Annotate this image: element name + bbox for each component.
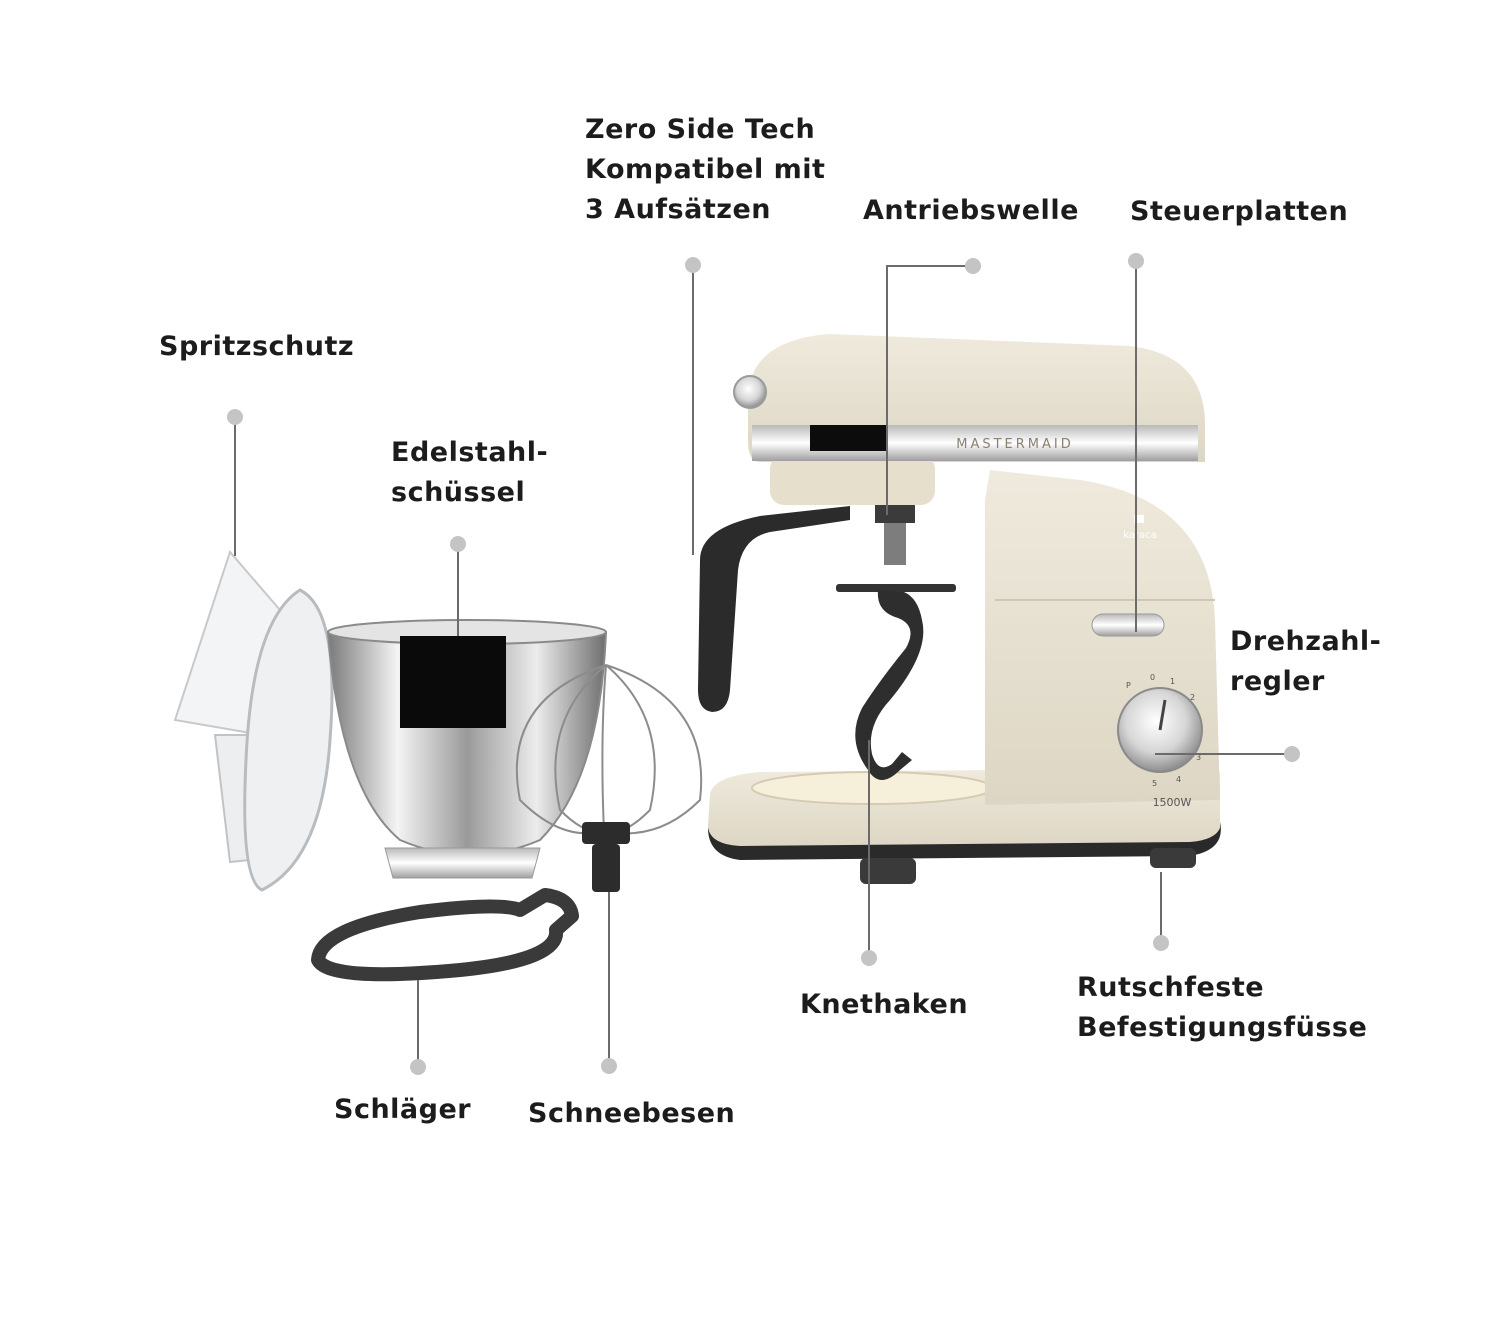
stainless-bowl (326, 619, 608, 879)
mixer-foot-left (860, 858, 916, 884)
brand-wordmark: MASTERMAID (956, 437, 1074, 452)
svg-text:3: 3 (1196, 753, 1201, 762)
dot-rutschfeste (1153, 935, 1169, 951)
dough-hook (836, 584, 956, 780)
bowl-foot (384, 847, 541, 879)
leader-lines (234, 261, 1292, 1067)
brand-logo-mark (1134, 515, 1144, 523)
attachment-port (733, 375, 767, 409)
leader-dots (227, 253, 1300, 1075)
label-spritzschutz: Spritzschutz (159, 331, 355, 362)
bowl-reflection (400, 636, 506, 728)
svg-text:5: 5 (1152, 779, 1157, 788)
dot-knethaken (861, 950, 877, 966)
dot-schneebesen (601, 1058, 617, 1074)
drive-shaft (884, 523, 906, 565)
whisk-hub (582, 822, 630, 844)
mixer-foot-right (1150, 848, 1196, 868)
dot-antriebswelle (965, 258, 981, 274)
leader-antriebswelle (886, 265, 973, 515)
drive-shaft-collar (875, 505, 915, 523)
svg-text:4: 4 (1176, 775, 1181, 784)
label-zero-side-tech: Zero Side Tech Kompatibel mit 3 Aufsätze… (585, 114, 826, 225)
dot-steuerplatten (1128, 253, 1144, 269)
dial-scale: P 0 1 2 3 4 5 (1126, 673, 1201, 788)
svg-text:0: 0 (1150, 673, 1155, 682)
tilt-lever (1091, 613, 1165, 637)
stand-mixer: MASTERMAID karaca 1500W P 0 1 2 3 4 5 (698, 334, 1221, 884)
whisk-shaft (592, 844, 620, 892)
svg-text:P: P (1126, 681, 1131, 690)
splash-guard (173, 550, 334, 892)
whisk (515, 664, 703, 892)
brand-logo: karaca (1123, 530, 1157, 541)
label-drehzahlregler: Drehzahl- regler (1230, 626, 1382, 697)
dot-schlaeger (410, 1059, 426, 1075)
bowl-seat (751, 771, 993, 805)
svg-text:1: 1 (1170, 677, 1175, 686)
flat-beater (311, 888, 579, 982)
power-rating: 1500W (1153, 796, 1192, 809)
svg-text:2: 2 (1190, 693, 1195, 702)
label-antriebswelle: Antriebswelle (863, 195, 1079, 226)
dot-spritzschutz (227, 409, 243, 425)
label-schneebesen: Schneebesen (528, 1098, 736, 1129)
dot-drehzahlregler (1284, 746, 1300, 762)
label-schlaeger: Schläger (334, 1094, 472, 1125)
label-rutschfeste: Rutschfeste Befestigungsfüsse (1077, 972, 1368, 1043)
label-knethaken: Knethaken (800, 989, 969, 1020)
dot-zero-side-tech (685, 257, 701, 273)
display-window (810, 425, 886, 451)
label-edelstahlschuessel: Edelstahl- schüssel (391, 437, 549, 508)
label-steuerplatten: Steuerplatten (1130, 196, 1349, 227)
side-attachment (698, 506, 850, 712)
mixer-head-front (770, 455, 935, 505)
dot-edelstahlschuessel (450, 536, 466, 552)
